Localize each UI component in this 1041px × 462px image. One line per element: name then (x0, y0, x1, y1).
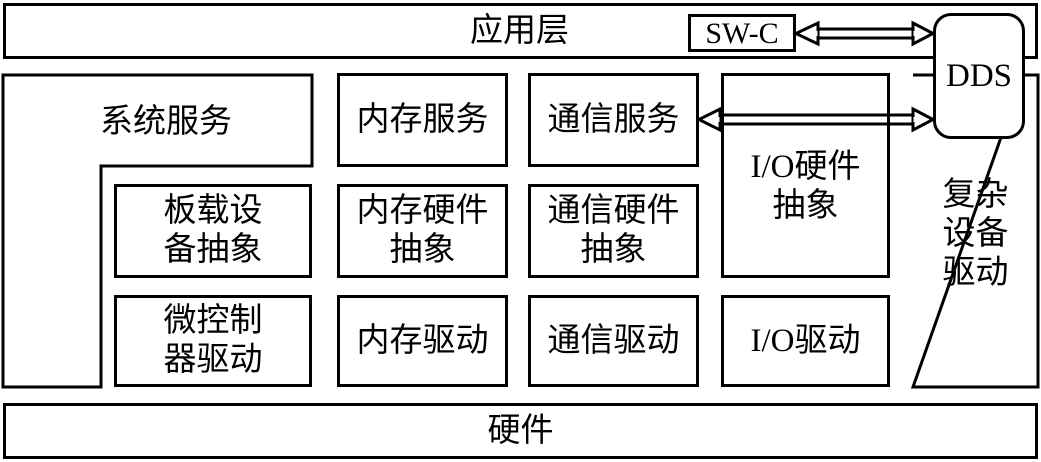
dds-box: DDS (933, 13, 1025, 139)
ecu-abstraction-label: 板载设 备抽象 (163, 193, 263, 268)
comm-drivers-box: 通信驱动 (528, 295, 699, 387)
swc-label: SW-C (705, 16, 779, 50)
application-layer-bar (3, 3, 1038, 59)
memory-hw-abstraction-label: 内存硬件 抽象 (356, 193, 489, 268)
io-drivers-box: I/O驱动 (721, 295, 890, 387)
swc-dds-double-arrow (792, 20, 937, 47)
io-drivers-label: I/O驱动 (750, 322, 861, 359)
system-services-outline (1, 73, 314, 389)
io-hw-abstraction-label: I/O硬件 抽象 (750, 149, 861, 224)
mcu-drivers-label: 微控制 器驱动 (163, 303, 263, 378)
swc-box: SW-C (688, 14, 796, 52)
comm-services-box: 通信服务 (528, 73, 699, 167)
dds-label: DDS (945, 57, 1013, 94)
comm-services-dds-double-arrow (695, 106, 937, 133)
memory-services-label: 内存服务 (356, 101, 489, 138)
complex-drivers-label: 复杂 设备 驱动 (942, 177, 1009, 291)
hardware-bar: 硬件 (3, 403, 1038, 459)
mcu-drivers-box: 微控制 器驱动 (114, 295, 312, 387)
hardware-label: 硬件 (487, 412, 554, 449)
comm-drivers-label: 通信驱动 (547, 322, 680, 359)
memory-services-box: 内存服务 (337, 73, 508, 167)
memory-drivers-label: 内存驱动 (356, 322, 489, 359)
application-layer-label: 应用层 (470, 13, 569, 49)
comm-hw-abstraction-box: 通信硬件 抽象 (528, 184, 699, 278)
memory-hw-abstraction-box: 内存硬件 抽象 (337, 184, 508, 278)
memory-drivers-box: 内存驱动 (337, 295, 508, 387)
comm-hw-abstraction-label: 通信硬件 抽象 (547, 193, 680, 268)
system-services-label: 系统服务 (100, 104, 232, 140)
comm-services-label: 通信服务 (547, 101, 680, 138)
complex-drivers-outline (910, 73, 1040, 389)
io-hw-abstraction-box: I/O硬件 抽象 (721, 73, 890, 278)
ecu-abstraction-box: 板载设 备抽象 (114, 184, 312, 278)
